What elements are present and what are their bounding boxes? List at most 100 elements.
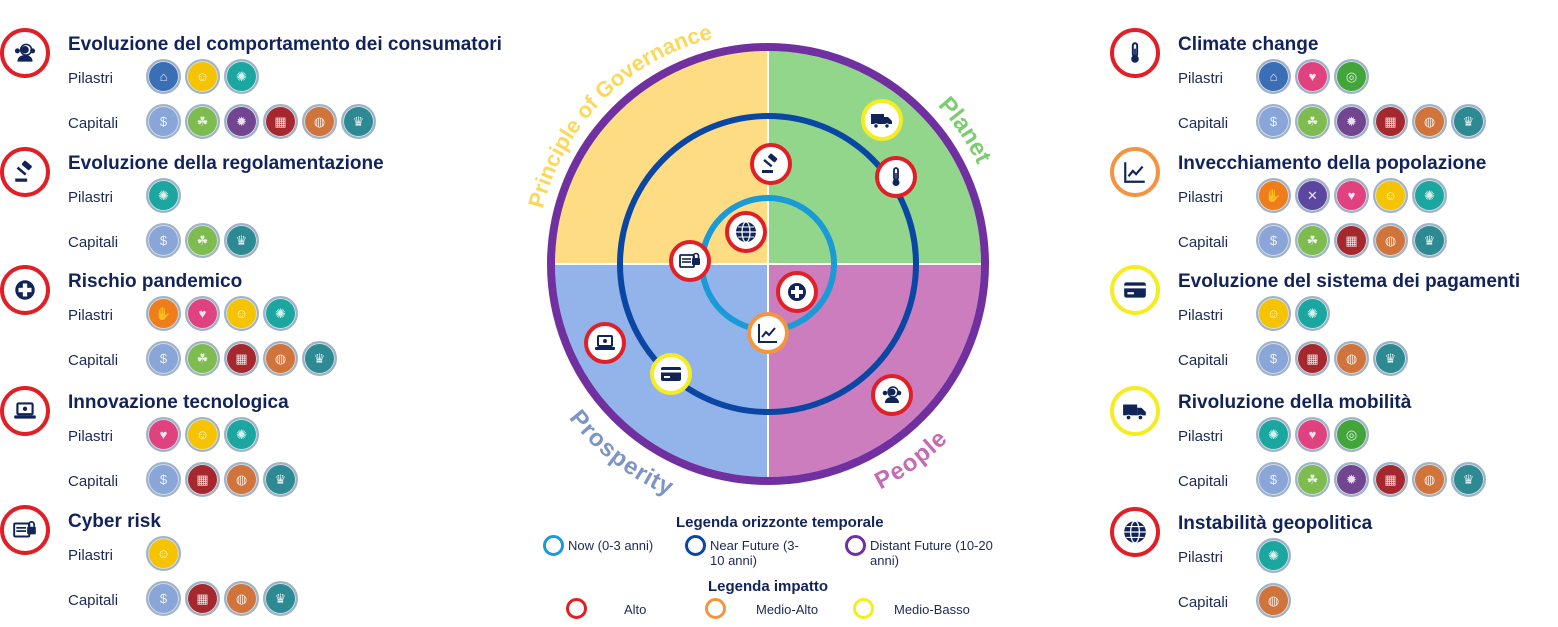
pilastri-label: Pilastri	[1178, 428, 1224, 445]
risk-item: Evoluzione del comportamento dei consuma…	[0, 28, 560, 146]
c-intellectual-badge: ✹	[1334, 104, 1369, 139]
medio-basso-legend-label: Medio-Basso	[894, 602, 970, 617]
marker-gavel-icon	[750, 143, 792, 185]
risk-title: Innovazione tecnologica	[68, 392, 289, 413]
c-financial-badge: $	[146, 581, 181, 616]
c-manufactured-badge: ▦	[224, 341, 259, 376]
p-pink-badge: ♥	[1295, 59, 1330, 94]
risk-title: Invecchiamento della popolazione	[1178, 153, 1487, 174]
pilastri-badges: ✺♥◎	[1256, 417, 1369, 452]
c-financial-badge: $	[1256, 104, 1291, 139]
pilastri-label: Pilastri	[1178, 70, 1224, 87]
medical-cross-icon	[0, 265, 50, 315]
p-blue-badge: ⌂	[1256, 59, 1291, 94]
c-reputation-badge: ♛	[1451, 462, 1486, 497]
consumers-icon	[0, 28, 50, 78]
capitali-badges: $☘▦◍♛	[1256, 223, 1447, 258]
distant-legend-swatch	[845, 535, 866, 556]
c-natural-badge: ◍	[1412, 104, 1447, 139]
pilastri-label: Pilastri	[68, 547, 114, 564]
risk-title: Evoluzione della regolamentazione	[68, 153, 384, 174]
capitali-badges: $▦◍♛	[146, 581, 298, 616]
capitali-label: Capitali	[68, 352, 119, 369]
alto-legend-label: Alto	[624, 602, 647, 617]
c-manufactured-badge: ▦	[185, 462, 220, 497]
c-reputation-badge: ♛	[1373, 341, 1408, 376]
c-social-badge: ☘	[185, 104, 220, 139]
p-teal-badge: ✺	[1256, 417, 1291, 452]
p-yellow-badge: ☺	[185, 59, 220, 94]
capitali-label: Capitali	[1178, 352, 1229, 369]
pilastri-badges: ✺	[1256, 538, 1291, 573]
alto-legend-swatch	[566, 598, 587, 619]
pilastri-label: Pilastri	[1178, 549, 1224, 566]
capitali-badges: $☘♛	[146, 223, 259, 258]
pilastri-badges: ✺	[146, 178, 181, 213]
c-reputation-badge: ♛	[341, 104, 376, 139]
gavel-icon	[0, 147, 50, 197]
p-teal-badge: ✺	[1295, 296, 1330, 331]
c-manufactured-badge: ▦	[1373, 462, 1408, 497]
pilastri-label: Pilastri	[68, 189, 114, 206]
capitali-badges: $▦◍♛	[146, 462, 298, 497]
p-teal-badge: ✺	[263, 296, 298, 331]
capitali-label: Capitali	[68, 234, 119, 251]
marker-trend-chart-icon	[747, 312, 789, 354]
trend-chart-icon	[1110, 147, 1160, 197]
c-natural-badge: ◍	[302, 104, 337, 139]
c-social-badge: ☘	[1295, 104, 1330, 139]
p-green-badge: ◎	[1334, 417, 1369, 452]
pilastri-badges: ✋♥☺✺	[146, 296, 298, 331]
globe-icon	[1110, 507, 1160, 557]
c-reputation-badge: ♛	[1451, 104, 1486, 139]
capitali-badges: $☘✹▦◍♛	[1256, 462, 1486, 497]
marker-credit-card-icon	[650, 353, 692, 395]
impact-legend-title: Legenda impatto	[708, 578, 829, 595]
pilastri-badges: ☺	[146, 536, 181, 571]
c-reputation-badge: ♛	[302, 341, 337, 376]
p-teal-badge: ✺	[146, 178, 181, 213]
marker-laptop-icon	[584, 322, 626, 364]
capitali-label: Capitali	[68, 592, 119, 609]
capitali-label: Capitali	[1178, 115, 1229, 132]
credit-card-icon	[1110, 265, 1160, 315]
capitali-badges: ◍	[1256, 583, 1291, 618]
c-financial-badge: $	[1256, 341, 1291, 376]
distant-future-ring	[547, 43, 989, 485]
c-natural-badge: ◍	[1412, 462, 1447, 497]
capitali-badges: $☘✹▦◍♛	[1256, 104, 1486, 139]
p-teal-badge: ✺	[224, 59, 259, 94]
near-future-ring	[617, 113, 919, 415]
c-financial-badge: $	[1256, 462, 1291, 497]
now-legend-label: Now (0-3 anni)	[568, 538, 654, 553]
c-natural-badge: ◍	[224, 462, 259, 497]
capitali-badges: $☘✹▦◍♛	[146, 104, 376, 139]
c-financial-badge: $	[146, 341, 181, 376]
pilastri-label: Pilastri	[1178, 307, 1224, 324]
medio-basso-legend-swatch	[853, 598, 874, 619]
truck-icon	[1110, 386, 1160, 436]
c-natural-badge: ◍	[263, 341, 298, 376]
risk-title: Rivoluzione della mobilità	[1178, 392, 1412, 413]
sdg-quadrant-diagram: Principle of Governance Planet Prosperit…	[523, 20, 996, 500]
thermometer-icon	[1110, 28, 1160, 78]
risk-title: Cyber risk	[68, 511, 161, 532]
capitali-label: Capitali	[68, 115, 119, 132]
c-intellectual-badge: ✹	[224, 104, 259, 139]
medio-alto-legend-swatch	[705, 598, 726, 619]
pilastri-label: Pilastri	[1178, 189, 1224, 206]
c-financial-badge: $	[146, 104, 181, 139]
p-yellow-badge: ☺	[185, 417, 220, 452]
pilastri-label: Pilastri	[68, 307, 114, 324]
capitali-label: Capitali	[1178, 234, 1229, 251]
p-orange-badge: ✋	[1256, 178, 1291, 213]
p-yellow-badge: ☺	[146, 536, 181, 571]
pilastri-badges: ⌂♥◎	[1256, 59, 1369, 94]
